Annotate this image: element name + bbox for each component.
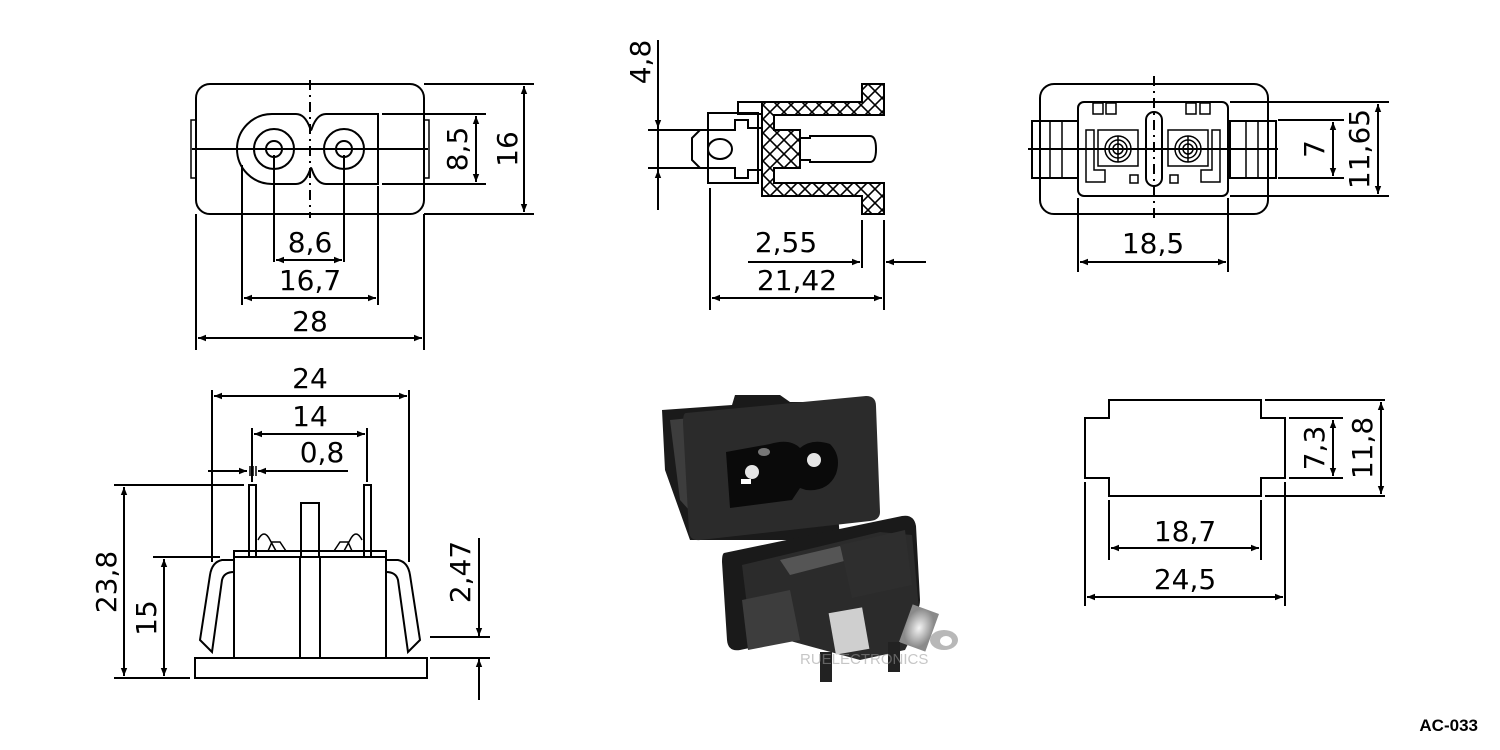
dim-label-width-total: 28 <box>292 305 328 338</box>
dim-label-depth-total: 21,42 <box>757 264 837 297</box>
tab-hole <box>707 138 733 160</box>
dim-label-height-total: 16 <box>491 131 524 167</box>
dim-label-body-height: 11,65 <box>1343 109 1376 189</box>
dim-label-total-height: 23,8 <box>90 551 123 613</box>
rear-view: 7 11,65 18,5 <box>1028 76 1389 272</box>
panel-cutout-view: 7,3 11,8 18,7 24,5 <box>1084 399 1385 606</box>
dim-label-overall-width: 24 <box>292 362 328 395</box>
dim-label-flange: 2,55 <box>755 226 817 259</box>
photo-pin-left <box>745 465 759 479</box>
terminal-housing <box>707 112 759 184</box>
front-view: 8,6 16,7 28 8,5 16 <box>190 80 534 350</box>
photo-watermark: RUELECTRONICS <box>800 651 928 668</box>
dim-label-body-height: 15 <box>130 600 163 636</box>
photo-terminal-right <box>899 604 939 652</box>
housing-section <box>761 83 885 215</box>
dim-label-cutout-inner-width: 18,7 <box>1154 515 1216 548</box>
terminal-cap <box>737 101 763 115</box>
right-terminal <box>363 484 372 558</box>
dim-label-cutout-outer-width: 24,5 <box>1154 563 1216 596</box>
dim-label-pin-spacing: 8,6 <box>288 226 333 259</box>
cutout-outline <box>1084 399 1286 497</box>
left-terminal <box>248 484 257 558</box>
rear-slots <box>1092 102 1211 115</box>
dim-label-cutout-outer-height: 11,8 <box>1346 417 1379 479</box>
right-latch-spring <box>385 559 422 655</box>
photo-pin-right <box>807 453 821 467</box>
dim-label-cutout-inner-height: 7,3 <box>1298 426 1331 471</box>
dim-label-socket-height: 8,5 <box>441 127 474 172</box>
dim-label-body-width: 18,5 <box>1122 227 1184 260</box>
dim-label-terminal-thickness: 0,8 <box>300 436 345 469</box>
dim-label-inner-height: 7 <box>1298 140 1331 158</box>
contact-pin <box>799 135 878 163</box>
terminal-tab <box>691 119 763 179</box>
photo-terminal-left <box>828 607 870 655</box>
side-view: 24 14 0,8 23,8 15 2,47 <box>90 362 490 700</box>
side-section-view: 4,8 2,55 21,42 <box>624 40 926 310</box>
left-latch-spring <box>198 559 235 655</box>
body-block <box>233 556 387 659</box>
product-photo: RUELECTRONICS <box>662 395 958 682</box>
part-code-label: AC-033 <box>1419 716 1478 735</box>
dim-label-terminal-spacing: 14 <box>292 400 328 433</box>
flange-plate <box>194 657 428 679</box>
dim-label-tab-width: 4,8 <box>624 40 657 85</box>
center-post <box>300 502 320 558</box>
dim-label-flange-thickness: 2,47 <box>444 541 477 603</box>
dim-label-socket-width: 16,7 <box>279 264 341 297</box>
